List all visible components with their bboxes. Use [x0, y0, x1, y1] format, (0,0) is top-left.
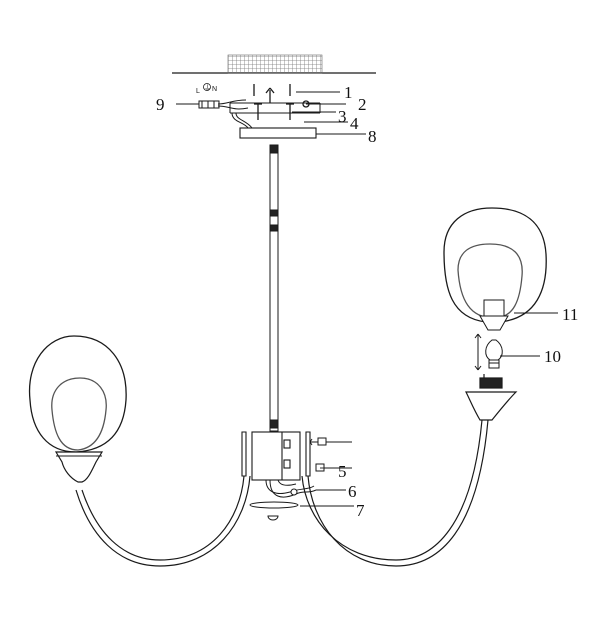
terminal-label-earth: ⏚	[204, 84, 211, 92]
callout-11: 11	[562, 305, 578, 324]
callout-4: 4	[350, 114, 359, 133]
callout-6: 6	[348, 482, 357, 501]
callout-5: 5	[338, 462, 347, 481]
bottom-cap	[249, 501, 299, 521]
leader-lines	[176, 91, 558, 507]
central-body	[251, 431, 301, 481]
callout-numbers: 1 2 3 4 5 6 7 8 9 10 11	[156, 83, 578, 520]
mounting-bracket	[229, 102, 321, 114]
right-shade	[443, 207, 547, 331]
right-socket-cup	[465, 374, 518, 421]
light-bulb	[474, 333, 503, 371]
callout-10: 10	[544, 347, 561, 366]
left-arm	[75, 475, 251, 567]
callout-3: 3	[338, 107, 347, 126]
callout-1: 1	[344, 83, 353, 102]
terminal-block: L ⏚ N	[186, 83, 249, 110]
suspension-rod	[269, 144, 279, 432]
callout-9: 9	[156, 95, 165, 114]
ceiling	[172, 54, 376, 74]
arm-brackets	[241, 431, 311, 477]
right-arm	[301, 419, 489, 567]
callout-2: 2	[358, 95, 367, 114]
ceiling-screws	[253, 84, 310, 120]
callout-7: 7	[356, 501, 365, 520]
left-shade	[28, 335, 127, 483]
terminal-label-neutral: N	[212, 86, 217, 93]
canopy	[239, 127, 317, 139]
terminal-label-live: L	[196, 88, 200, 95]
callout-8: 8	[368, 127, 377, 146]
supply-cable	[231, 112, 253, 129]
